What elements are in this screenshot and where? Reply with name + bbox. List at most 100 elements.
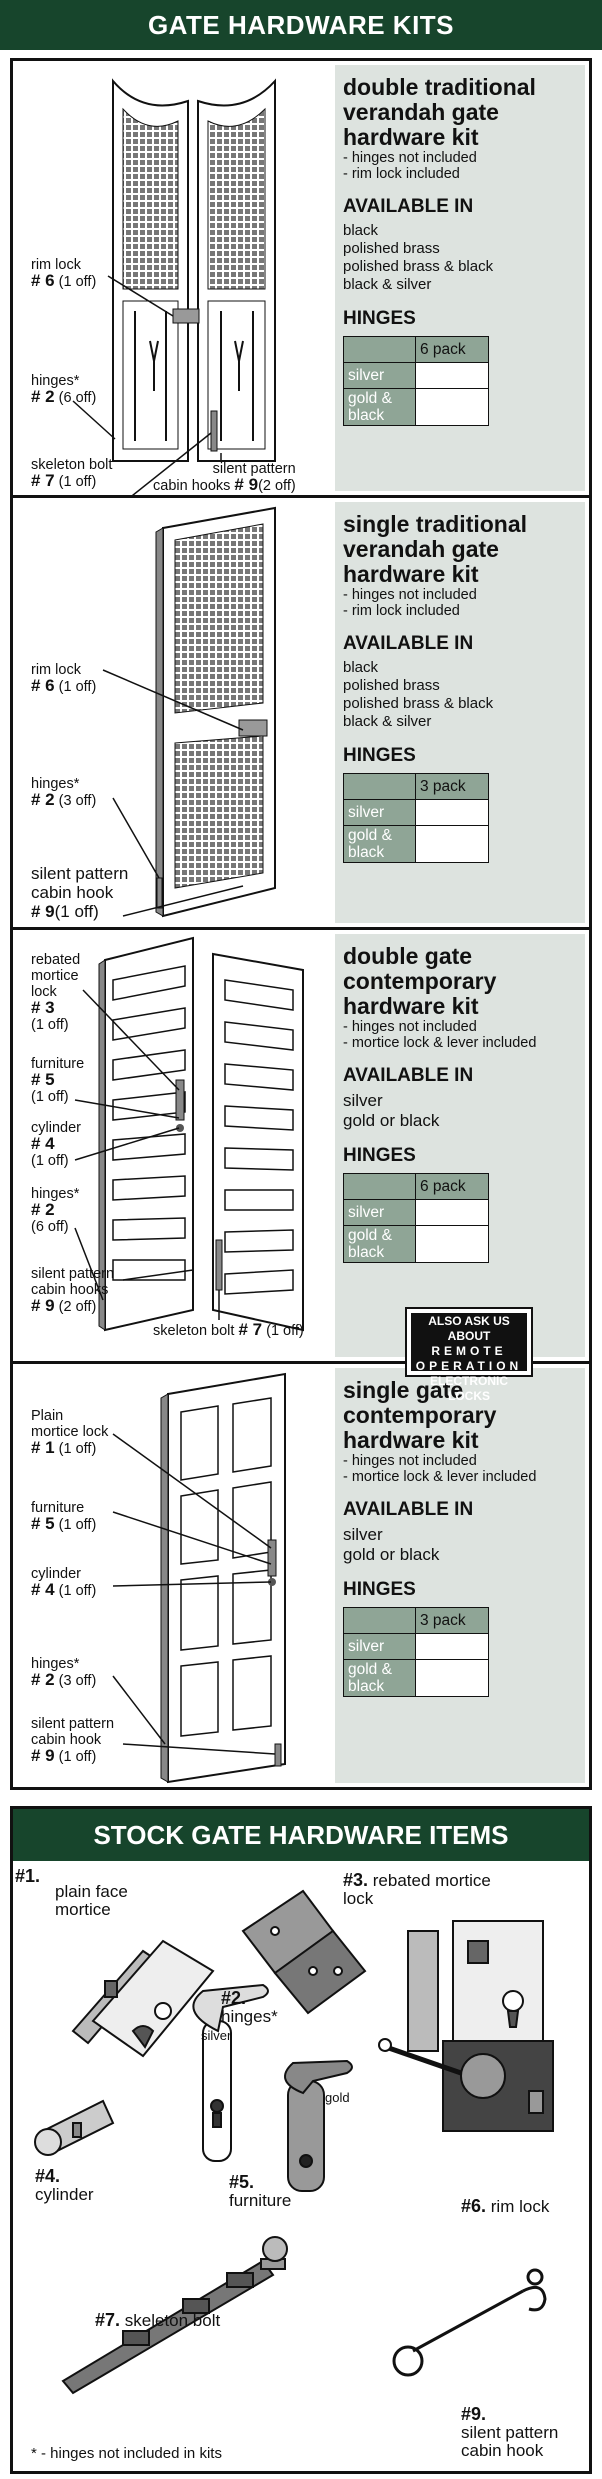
label-cabin-hooks: silent pattern cabin hooks # 9 (2 off) xyxy=(31,1266,115,1315)
available-option: polished brass & black xyxy=(343,258,494,275)
hinge-finish: gold & black xyxy=(343,1659,416,1697)
label-hinges: hinges* # 2 (3 off) xyxy=(31,776,97,809)
hinges-table: 6 pack silver gold & black xyxy=(343,336,489,426)
label-hinges: hinges* # 2 (6 off) xyxy=(31,1186,80,1235)
pack-size: 6 pack xyxy=(415,1173,489,1200)
available-option: black & silver xyxy=(343,713,432,730)
kit-note: - rim lock included xyxy=(343,603,460,619)
available-option: polished brass xyxy=(343,677,440,694)
pack-size: 6 pack xyxy=(415,336,489,363)
kit-info: single traditional verandah gate hardwar… xyxy=(335,502,585,923)
hinges-footnote: * - hinges not included in kits xyxy=(31,2445,222,2462)
kit-double-traditional: rim lock # 6 (1 off) hinges* # 2 (6 off)… xyxy=(13,61,589,495)
available-option: black xyxy=(343,222,379,239)
hinge-finish: gold & black xyxy=(343,1225,416,1263)
hinge-finish: silver xyxy=(343,1199,416,1226)
kit-double-contemporary: rebated mortice lock # 3 (1 off) furnitu… xyxy=(13,927,589,1361)
label-furniture: furniture # 5 (1 off) xyxy=(31,1500,97,1533)
kits-panel: rim lock # 6 (1 off) hinges* # 2 (6 off)… xyxy=(10,58,592,1790)
mortice-lock-icon xyxy=(71,1939,215,2058)
kit-info: double traditional verandah gate hardwar… xyxy=(335,65,585,491)
label-hinges: hinges* # 2 (3 off) xyxy=(31,1656,97,1689)
available-option: polished brass xyxy=(343,240,440,257)
hinges-table: 6 pack silver gold & black xyxy=(343,1173,489,1263)
available-option: black xyxy=(343,659,379,676)
hinge-finish: gold & black xyxy=(343,825,416,863)
label-skeleton-bolt: skeleton bolt # 7 (1 off) xyxy=(153,1320,304,1339)
hinge-finish: silver xyxy=(343,1633,416,1660)
page-title: GATE HARDWARE KITS xyxy=(0,0,602,50)
stock-item-4: #4. cylinder xyxy=(35,2166,94,2204)
kit-info: double gate contemporary hardware kit - … xyxy=(335,934,585,1357)
kit-note: - mortice lock & lever included xyxy=(343,1035,537,1051)
furniture-icon xyxy=(192,1983,353,2192)
kit-note: - rim lock included xyxy=(343,166,460,182)
kit-single-contemporary: Plain mortice lock # 1 (1 off) furniture… xyxy=(13,1361,589,1787)
stock-title: STOCK GATE HARDWARE ITEMS xyxy=(13,1809,589,1861)
cabin-hook-icon xyxy=(392,2268,547,2377)
hinges-icon xyxy=(241,1889,367,2015)
kit-title: double traditional verandah gate hardwar… xyxy=(343,74,536,150)
hinges-heading: HINGES xyxy=(343,1579,416,1600)
available-option: black & silver xyxy=(343,276,432,293)
available-heading: AVAILABLE IN xyxy=(343,633,474,654)
skeleton-bolt-icon xyxy=(61,2236,288,2395)
label-rim-lock: rim lock # 6 (1 off) xyxy=(31,662,97,695)
label-skeleton-bolt: skeleton bolt # 7 (1 off) xyxy=(31,457,113,490)
hinges-table: 3 pack silver gold & black xyxy=(343,1607,489,1697)
stock-item-1-name: plain face mortice xyxy=(55,1882,128,1919)
single-contemporary-gate-illustration: Plain mortice lock # 1 (1 off) furniture… xyxy=(13,1364,329,1787)
kit-note: - hinges not included xyxy=(343,1453,477,1469)
hinge-finish: silver xyxy=(343,362,416,389)
rim-lock-icon xyxy=(378,2038,554,2132)
label-plain-mortice-lock: Plain mortice lock # 1 (1 off) xyxy=(31,1408,109,1457)
electronic-locks-callout: ALSO ASK US ABOUT REMOTE OPERATION ELECT… xyxy=(405,1307,533,1403)
stock-item-9: #9. silent pattern cabin hook xyxy=(461,2404,559,2460)
pack-size: 3 pack xyxy=(415,773,489,800)
stock-item-7: #7. skeleton bolt xyxy=(95,2310,221,2330)
hinges-heading: HINGES xyxy=(343,308,416,329)
available-option: gold or black xyxy=(343,1545,440,1564)
label-cabin-hook: silent pattern cabin hook # 9(1 off) xyxy=(31,864,129,921)
stock-items-illustration xyxy=(34,1889,554,2395)
double-verandah-gate-illustration: rim lock # 6 (1 off) hinges* # 2 (6 off)… xyxy=(13,61,329,495)
double-contemporary-gate-illustration: rebated mortice lock # 3 (1 off) furnitu… xyxy=(13,930,329,1361)
silver-label: silver xyxy=(201,2028,232,2043)
kit-title: double gate contemporary hardware kit xyxy=(343,943,497,1019)
stock-item-1: #1. xyxy=(15,1866,41,1886)
label-cabin-hook: silent pattern cabin hook # 9 (1 off) xyxy=(31,1716,115,1765)
kit-note: - hinges not included xyxy=(343,1019,477,1035)
available-heading: AVAILABLE IN xyxy=(343,196,474,217)
label-rebated-mortice-lock: rebated mortice lock # 3 (1 off) xyxy=(31,952,81,1033)
rebated-mortice-lock-icon xyxy=(407,1920,544,2052)
kit-info: single gate contemporary hardware kit - … xyxy=(335,1368,585,1783)
available-option: polished brass & black xyxy=(343,695,494,712)
available-option: silver xyxy=(343,1091,383,1110)
hinges-heading: HINGES xyxy=(343,745,416,766)
hinges-heading: HINGES xyxy=(343,1145,416,1166)
label-cabin-hooks: silent pattern cabin hooks # 9(2 off) xyxy=(153,461,296,494)
single-verandah-gate-illustration: rim lock # 6 (1 off) hinges* # 2 (3 off)… xyxy=(13,498,329,927)
hinges-table: 3 pack silver gold & black xyxy=(343,773,489,863)
available-heading: AVAILABLE IN xyxy=(343,1499,474,1520)
available-option: gold or black xyxy=(343,1111,440,1130)
stock-item-5: #5. furniture xyxy=(229,2172,292,2210)
label-cylinder: cylinder # 4 (1 off) xyxy=(31,1120,81,1169)
available-heading: AVAILABLE IN xyxy=(343,1065,474,1086)
label-cylinder: cylinder # 4 (1 off) xyxy=(31,1566,97,1599)
kit-note: - hinges not included xyxy=(343,587,477,603)
stock-item-2: #2. hinges* xyxy=(221,1988,278,2026)
label-furniture: furniture # 5 (1 off) xyxy=(31,1056,85,1105)
label-hinges: hinges* # 2 (6 off) xyxy=(31,373,97,406)
kit-title: single traditional verandah gate hardwar… xyxy=(343,511,528,587)
hinge-finish: gold & black xyxy=(343,388,416,426)
stock-items-panel: STOCK GATE HARDWARE ITEMS xyxy=(10,1806,592,2474)
kit-note: - mortice lock & lever included xyxy=(343,1469,537,1485)
stock-item-6: #6. rim lock xyxy=(461,2196,550,2216)
hinge-finish: silver xyxy=(343,799,416,826)
label-rim-lock: rim lock # 6 (1 off) xyxy=(31,257,97,290)
kit-note: - hinges not included xyxy=(343,150,477,166)
available-option: silver xyxy=(343,1525,383,1544)
stock-item-3: #3. rebated mortice lock xyxy=(343,1870,491,1908)
gold-label: gold xyxy=(325,2090,350,2105)
